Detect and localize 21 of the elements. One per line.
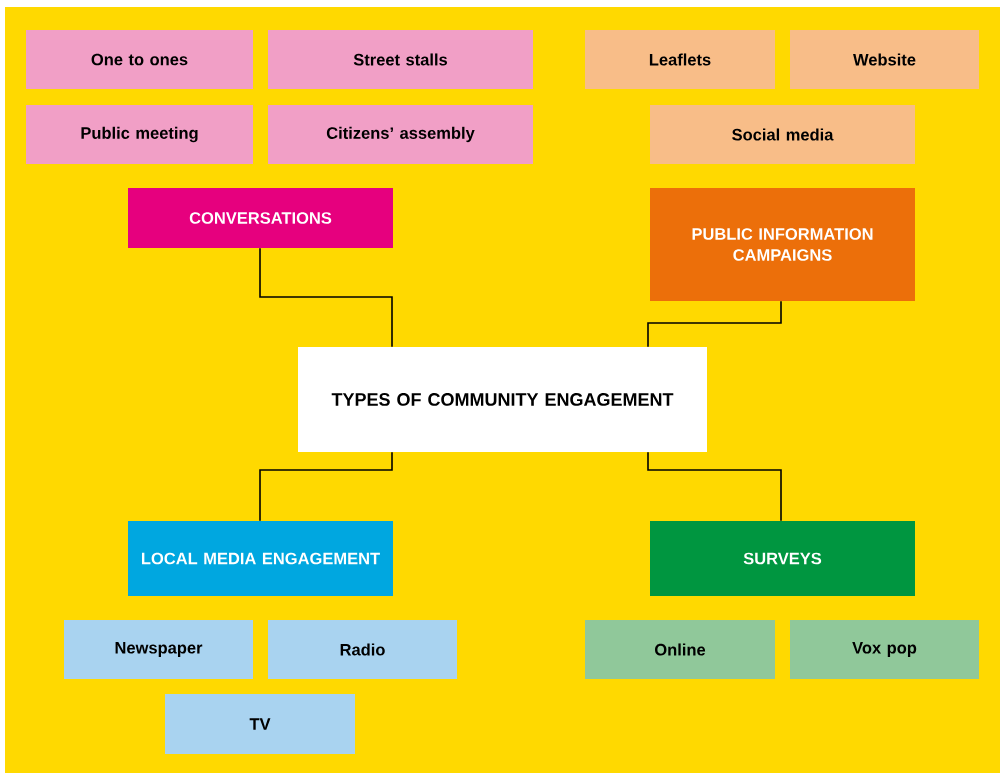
method-box: Social media xyxy=(650,105,915,164)
method-box: Newspaper xyxy=(64,620,253,679)
category-box: SURVEYS xyxy=(650,521,915,596)
method-box: Radio xyxy=(268,620,457,679)
method-box: Public meeting xyxy=(26,105,253,164)
connector-line xyxy=(259,247,393,348)
method-box: One to ones xyxy=(26,30,253,89)
method-box: Street stalls xyxy=(268,30,533,89)
category-box: LOCAL MEDIA ENGAGEMENT xyxy=(128,521,393,596)
connector-line xyxy=(259,451,393,522)
connector-line xyxy=(647,300,782,348)
method-box: Citizens’ assembly xyxy=(268,105,533,164)
method-box: Website xyxy=(790,30,979,89)
category-box: CONVERSATIONS xyxy=(128,188,393,248)
method-box: TV xyxy=(165,694,355,754)
method-box: Leaflets xyxy=(585,30,775,89)
method-box: Vox pop xyxy=(790,620,979,679)
category-box: PUBLIC INFORMATION CAMPAIGNS xyxy=(650,188,915,301)
method-box: Online xyxy=(585,620,775,679)
central-box: TYPES OF COMMUNITY ENGAGEMENT xyxy=(298,347,707,452)
connector-line xyxy=(647,451,782,522)
